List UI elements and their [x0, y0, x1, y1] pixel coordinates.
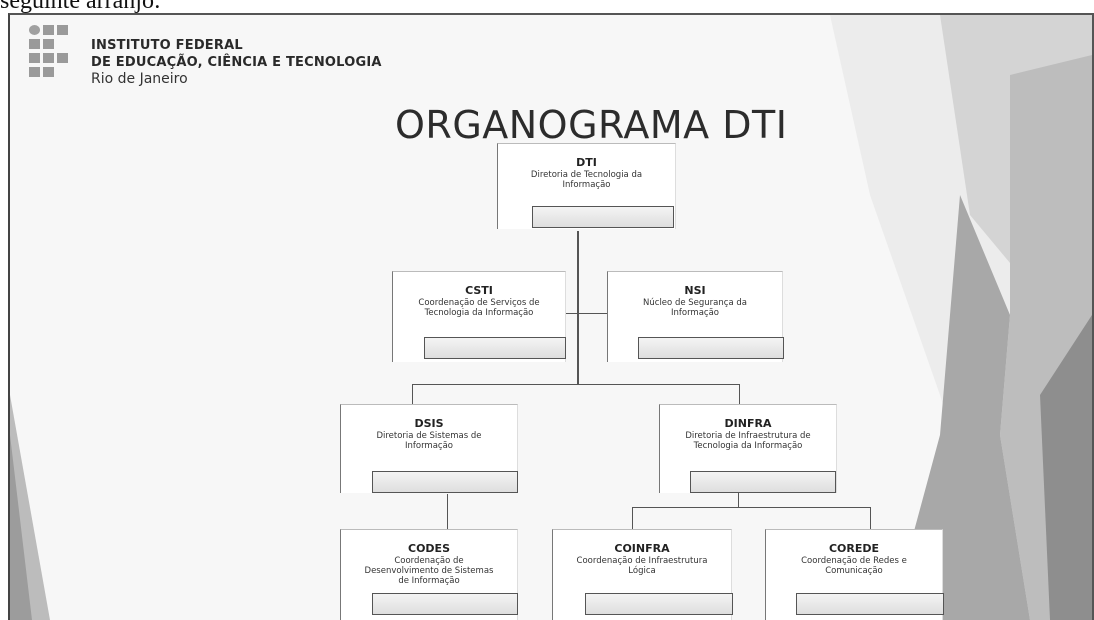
org-node-dinfra-bar	[690, 471, 836, 493]
node-name: DSIS	[414, 417, 444, 430]
connector-dsis	[412, 384, 413, 404]
node-description: Diretoria de Infraestrutura de Tecnologi…	[685, 431, 811, 451]
connector-dsis-codes	[447, 494, 448, 556]
node-description: Coordenação de Desenvolvimento de Sistem…	[364, 556, 494, 586]
org-node-codes-bar	[372, 593, 518, 615]
connector-dti-trunk	[577, 231, 579, 385]
institute-name: INSTITUTO FEDERAL DE EDUCAÇÃO, CIÊNCIA E…	[91, 37, 382, 88]
connector-nsi	[579, 313, 607, 314]
node-description: Núcleo de Segurança da Informação	[643, 298, 747, 318]
node-description: Coordenação de Infraestrutura Lógica	[576, 556, 708, 576]
node-name: NSI	[684, 284, 706, 297]
connector-coinfra	[632, 507, 633, 529]
node-description: Coordenação de Serviços de Tecnologia da…	[418, 298, 540, 318]
node-description: Diretoria de Tecnologia da Informação	[530, 170, 643, 190]
institute-line-1: INSTITUTO FEDERAL	[91, 38, 243, 53]
org-node-coinfra-bar	[585, 593, 733, 615]
institute-logo	[29, 25, 69, 97]
connector-dinfra	[739, 384, 740, 404]
org-node-corede-bar	[796, 593, 944, 615]
connector-level2-bar	[412, 384, 740, 385]
org-node-nsi-bar	[638, 337, 784, 359]
slide: INSTITUTO FEDERAL DE EDUCAÇÃO, CIÊNCIA E…	[8, 13, 1094, 620]
node-name: DTI	[576, 156, 597, 169]
org-node-csti-bar	[424, 337, 566, 359]
institute-line-2: DE EDUCAÇÃO, CIÊNCIA E TECNOLOGIA	[91, 55, 382, 70]
node-name: COINFRA	[614, 542, 670, 555]
node-name: CODES	[408, 542, 450, 555]
node-name: DINFRA	[724, 417, 772, 430]
org-node-dsis-bar	[372, 471, 518, 493]
slide-title: ORGANOGRAMA DTI	[395, 103, 788, 147]
node-description: Diretoria de Sistemas de Informação	[376, 431, 482, 451]
slide-background-shapes	[10, 15, 1092, 620]
connector-level3-bar	[632, 507, 871, 508]
connector-dinfra-down	[738, 483, 739, 507]
node-description: Coordenação de Redes e Comunicação	[801, 556, 907, 576]
org-node-dti-bar	[532, 206, 674, 228]
connector-corede	[870, 507, 871, 529]
institute-line-3: Rio de Janeiro	[91, 71, 188, 87]
node-name: CSTI	[465, 284, 493, 297]
page-caption: seguinte arranjo:	[0, 0, 161, 14]
node-name: COREDE	[828, 542, 880, 555]
